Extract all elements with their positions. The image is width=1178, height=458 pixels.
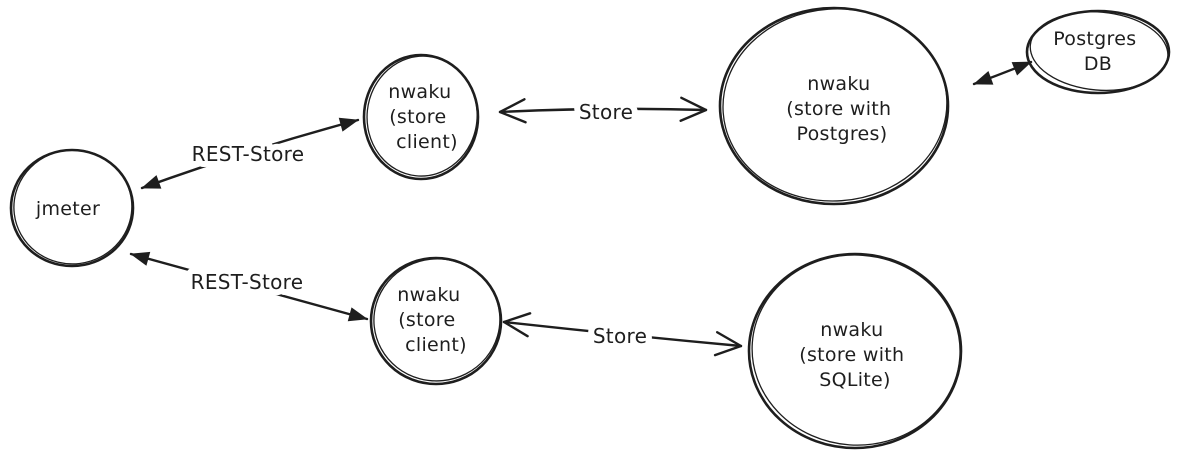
edge-rest-store-top-line — [140, 117, 360, 190]
node-jmeter-label: jmeter — [35, 198, 100, 220]
node-nwaku-store-client-top-shape — [362, 53, 480, 181]
node-nwaku-store-client-bottom-shape-sketch — [373, 258, 501, 382]
edge-store-top-label: Store — [579, 100, 633, 124]
node-label-line: DB — [1084, 53, 1112, 75]
edge-rest-store-top: REST-Store — [140, 117, 360, 190]
node-postgres-db-shape-sketch — [1029, 11, 1169, 92]
node-nwaku-store-postgres-shape-sketch — [722, 8, 948, 202]
node-label-line: (store with — [799, 344, 904, 366]
edge-rest-store-top-label: REST-Store — [192, 142, 305, 166]
node-label-line: nwaku — [807, 73, 870, 95]
node-nwaku-store-sqlite-shape-sketch — [751, 254, 961, 446]
node-label-line: (store — [398, 309, 455, 331]
node-nwaku-store-postgres-label: nwaku (store with Postgres) — [786, 73, 897, 145]
edge-store-bottom-line — [502, 312, 743, 357]
edge-store-bottom: Store — [502, 312, 743, 357]
node-nwaku-store-postgres-shape — [718, 6, 950, 206]
node-label-line: client) — [396, 131, 458, 153]
edge-store-top-line — [498, 96, 708, 124]
node-postgres-db: Postgres DB — [1025, 9, 1171, 95]
edge-rest-store-bottom-label: REST-Store — [191, 270, 304, 294]
node-nwaku-store-sqlite: nwaku (store with SQLite) — [747, 252, 963, 450]
node-nwaku-store-client-bottom-shape — [369, 256, 503, 386]
node-nwaku-store-client-top-label: nwaku (store client) — [388, 81, 458, 153]
node-nwaku-store-sqlite-shape — [747, 252, 963, 450]
node-nwaku-store-client-top: nwaku (store client) — [362, 53, 480, 181]
node-label-line: jmeter — [35, 198, 100, 220]
node-label-line: (store — [389, 106, 446, 128]
edge-postgres-link-line — [972, 60, 1033, 86]
node-label-line: Postgres) — [797, 123, 888, 145]
node-label-line: nwaku — [820, 319, 883, 341]
node-label-line: SQLite) — [819, 369, 891, 391]
node-nwaku-store-sqlite-label: nwaku (store with SQLite) — [799, 319, 910, 391]
edge-rest-store-bottom: REST-Store — [129, 251, 369, 322]
node-label-line: nwaku — [388, 81, 451, 103]
node-nwaku-store-postgres: nwaku (store with Postgres) — [718, 6, 950, 206]
node-postgres-db-shape — [1025, 9, 1171, 95]
node-label-line: Postgres — [1053, 28, 1136, 50]
node-label-line: client) — [405, 334, 467, 356]
node-nwaku-store-client-top-shape-sketch — [366, 55, 478, 177]
node-jmeter-shape-sketch — [13, 149, 133, 265]
edge-rest-store-bottom-line — [129, 251, 369, 322]
node-postgres-db-label: Postgres DB — [1053, 28, 1143, 75]
edge-store-top: Store — [498, 94, 708, 130]
node-jmeter: jmeter — [9, 148, 135, 268]
edge-postgres-link — [972, 60, 1033, 86]
node-nwaku-store-client-bottom-label: nwaku (store client) — [397, 284, 467, 356]
node-label-line: (store with — [786, 98, 891, 120]
edge-store-bottom-label: Store — [593, 324, 647, 348]
node-label-line: nwaku — [397, 284, 460, 306]
node-nwaku-store-client-bottom: nwaku (store client) — [369, 256, 503, 386]
